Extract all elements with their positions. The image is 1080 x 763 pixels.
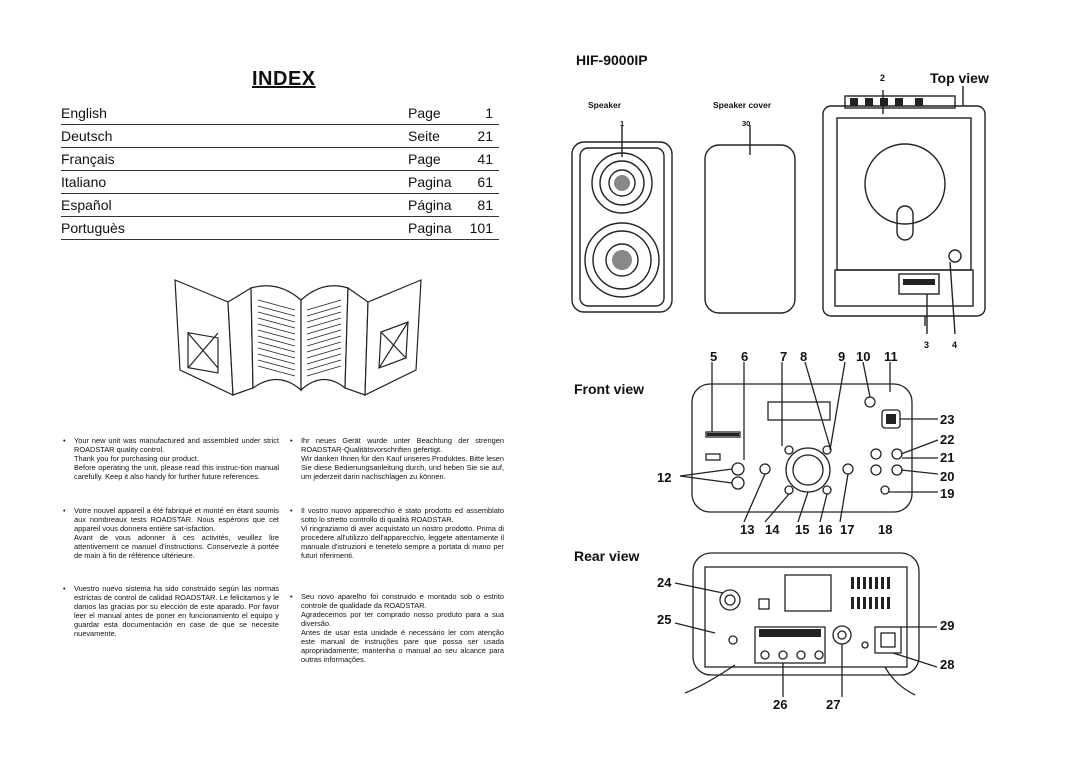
bullet-glyph: • [290, 592, 293, 601]
index-page-number: 21 [477, 128, 493, 144]
front-number: 8 [800, 349, 808, 364]
index-row: Portuguès Pagina 101 [61, 218, 499, 240]
index-title: INDEX [252, 68, 316, 90]
front-number: 12 [657, 470, 672, 485]
top-view-label: Top view [930, 70, 989, 86]
index-page-number: 101 [469, 220, 493, 236]
index-language: Italiano [61, 174, 107, 190]
index-row: Deutsch Seite 21 [61, 126, 499, 148]
index-language: Français [61, 151, 115, 167]
divider [61, 170, 499, 171]
front-number: 6 [741, 349, 749, 364]
speaker-number: 1 [620, 119, 625, 128]
index-page-word: Page [408, 105, 441, 121]
front-number: 21 [940, 450, 955, 465]
index-page-word: Pagina [408, 174, 452, 190]
paragraph-german-text: Ihr neues Gerät wurde unter Beachtung de… [301, 436, 504, 481]
index-page-number: 61 [477, 174, 493, 190]
index-language: English [61, 105, 107, 121]
front-number: 14 [765, 522, 780, 537]
paragraph-italian-text: Il vostro nuovo apparecchio è stato prod… [301, 506, 504, 560]
front-number: 11 [884, 349, 898, 364]
index-row: English Page 1 [61, 103, 499, 125]
divider [61, 124, 499, 125]
front-number: 20 [940, 469, 955, 484]
front-number: 17 [840, 522, 855, 537]
paragraph-spanish-text: Vuestro nuevo sistema ha sido construido… [74, 584, 279, 638]
front-number: 13 [740, 522, 755, 537]
divider [61, 216, 499, 217]
paragraph-french-text: Votre nouvel appareil a été fabriqué et … [74, 506, 279, 560]
speaker-cover-label: Speaker cover [713, 100, 772, 110]
front-number: 23 [940, 412, 955, 427]
divider [61, 147, 499, 148]
top-view-number: 2 [880, 73, 886, 83]
top-view-number: 4 [952, 340, 958, 350]
paragraph-portuguese-text: Seu novo aparelho foi construido e monta… [301, 592, 504, 664]
paragraph-italian: • Il vostro nuovo apparecchio è stato pr… [290, 506, 504, 560]
bullet-glyph: • [63, 436, 66, 445]
front-number: 5 [710, 349, 718, 364]
bullet-glyph: • [290, 436, 293, 445]
front-number: 10 [856, 349, 871, 364]
index-language: Deutsch [61, 128, 113, 144]
rear-number: 29 [940, 618, 955, 633]
speaker-cover-illustration [704, 125, 796, 314]
divider [61, 239, 499, 240]
rear-number: 27 [826, 697, 841, 712]
paragraph-spanish: • Vuestro nuevo sistema ha sido construi… [63, 584, 279, 638]
rear-number: 24 [657, 575, 672, 590]
rear-view-illustration [674, 552, 938, 697]
manual-booklet-illustration [174, 279, 422, 396]
index-page-word: Page [408, 151, 441, 167]
index-language: Español [61, 197, 112, 213]
paragraph-french: • Votre nouvel appareil a été fabriqué e… [63, 506, 279, 560]
front-number: 9 [838, 349, 846, 364]
speaker-label: Speaker [588, 100, 622, 110]
front-view-illustration [679, 361, 939, 523]
index-page-number: 81 [477, 197, 493, 213]
top-view-number: 3 [924, 340, 930, 350]
index-language: Portuguès [61, 220, 125, 236]
bullet-glyph: • [63, 584, 66, 593]
bullet-glyph: • [63, 506, 66, 515]
speaker-cover-number: 30 [742, 119, 751, 128]
index-page-word: Pagina [408, 220, 452, 236]
front-number: 16 [818, 522, 833, 537]
index-row: Italiano Pagina 61 [61, 172, 499, 194]
index-page-number: 1 [485, 105, 493, 121]
index-row: Español Página 81 [61, 195, 499, 217]
divider [61, 193, 499, 194]
front-number: 22 [940, 432, 955, 447]
front-number: 19 [940, 486, 955, 501]
front-number: 18 [878, 522, 893, 537]
index-page-word: Seite [408, 128, 440, 144]
index-page-number: 41 [477, 151, 493, 167]
index-page-word: Página [408, 197, 452, 213]
top-view-illustration [822, 86, 986, 335]
paragraph-portuguese: • Seu novo aparelho foi construido e mon… [290, 592, 504, 664]
rear-number: 28 [940, 657, 955, 672]
front-number: 7 [780, 349, 788, 364]
index-row: Français Page 41 [61, 149, 499, 171]
front-number: 15 [795, 522, 810, 537]
front-view-label: Front view [574, 381, 645, 397]
paragraph-english: • Your new unit was manufactured and ass… [63, 436, 279, 481]
model-title: HIF-9000IP [576, 52, 648, 68]
rear-number: 25 [657, 612, 672, 627]
paragraph-english-text: Your new unit was manufactured and assem… [74, 436, 279, 481]
bullet-glyph: • [290, 506, 293, 515]
paragraph-german: • Ihr neues Gerät wurde unter Beachtung … [290, 436, 504, 481]
rear-view-label: Rear view [574, 548, 640, 564]
speaker-illustration [571, 125, 673, 313]
rear-number: 26 [773, 697, 788, 712]
